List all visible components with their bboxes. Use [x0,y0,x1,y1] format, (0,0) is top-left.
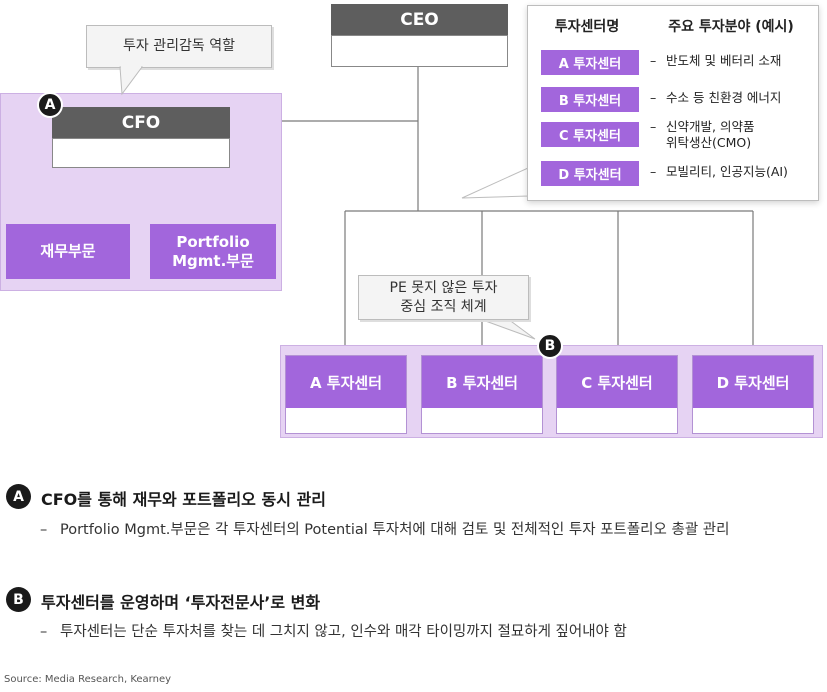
note-b-title: 투자센터를 운영하며 ‘투자전문사’로 변화 [41,593,321,612]
legend-dash: – [650,119,657,134]
legend-header-area: 주요 투자분야 (예시) [668,19,794,35]
note-a-text: Portfolio Mgmt.부문은 각 투자센터의 Potential 투자처… [60,522,730,538]
marker-a: A [37,92,63,118]
note-b-body: – 투자센터는 단순 투자처를 찾는 데 그치지 않고, 인수와 매각 타이밍까… [40,622,810,642]
legend-area-c-text: 신약개발, 의약품 위탁생산(CMO) [666,119,755,151]
note-b-dash: – [40,624,48,640]
legend-area-b: –수소 등 친환경 에너지 [650,90,815,106]
legend-dash: – [650,90,657,105]
center-c-box: C 투자센터 [556,355,678,434]
legend-area-d: –모빌리티, 인공지능(AI) [650,164,815,180]
center-b-box: B 투자센터 [421,355,543,434]
legend-area-b-text: 수소 등 친환경 에너지 [666,90,782,105]
legend-area-d-text: 모빌리티, 인공지능(AI) [666,164,788,179]
investment-center-legend: 투자센터명 주요 투자분야 (예시) A 투자센터 –반도체 및 베터리 소재 … [527,5,819,201]
cfo-box-header: CFO [52,107,230,138]
ceo-box-body [331,35,508,67]
portfolio-unit-box: Portfolio Mgmt.부문 [150,224,276,279]
legend-chip-b: B 투자센터 [541,87,639,112]
legend-area-a: –반도체 및 베터리 소재 [650,53,815,69]
note-a-dash: – [40,522,48,538]
pe-structure-callout: PE 못지 않은 투자 중심 조직 체계 [358,275,529,320]
center-d-label: D 투자센터 [693,356,813,408]
legend-dash: – [650,53,657,68]
note-a-body: – Portfolio Mgmt.부문은 각 투자센터의 Potential 투… [40,520,810,540]
portfolio-unit-label: Portfolio Mgmt.부문 [172,232,254,270]
cfo-role-callout: 투자 관리감독 역할 [86,25,272,68]
marker-b: B [537,333,563,359]
note-b-marker: B [6,587,31,612]
center-b-label: B 투자센터 [422,356,542,408]
ceo-box-header: CEO [331,4,508,35]
legend-chip-a: A 투자센터 [541,50,639,75]
center-a-box: A 투자센터 [285,355,407,434]
cfo-box-body [52,138,230,168]
note-a-marker: A [6,484,31,509]
source-note: Source: Media Research, Kearney [4,674,172,685]
note-b-text: 투자센터는 단순 투자처를 찾는 데 그치지 않고, 인수와 매각 타이밍까지 … [60,624,627,640]
legend-header-name: 투자센터명 [554,19,620,35]
center-d-box: D 투자센터 [692,355,814,434]
finance-unit-label: 재무부문 [40,242,96,261]
legend-chip-c: C 투자센터 [541,122,639,147]
legend-dash: – [650,164,657,179]
center-a-label: A 투자센터 [286,356,406,408]
legend-chip-d: D 투자센터 [541,161,639,186]
legend-area-a-text: 반도체 및 베터리 소재 [666,53,782,68]
finance-unit-box: 재무부문 [6,224,130,279]
center-c-label: C 투자센터 [557,356,677,408]
legend-area-c: –신약개발, 의약품 위탁생산(CMO) [650,119,815,152]
note-a-title: CFO를 통해 재무와 포트폴리오 동시 관리 [41,490,326,509]
